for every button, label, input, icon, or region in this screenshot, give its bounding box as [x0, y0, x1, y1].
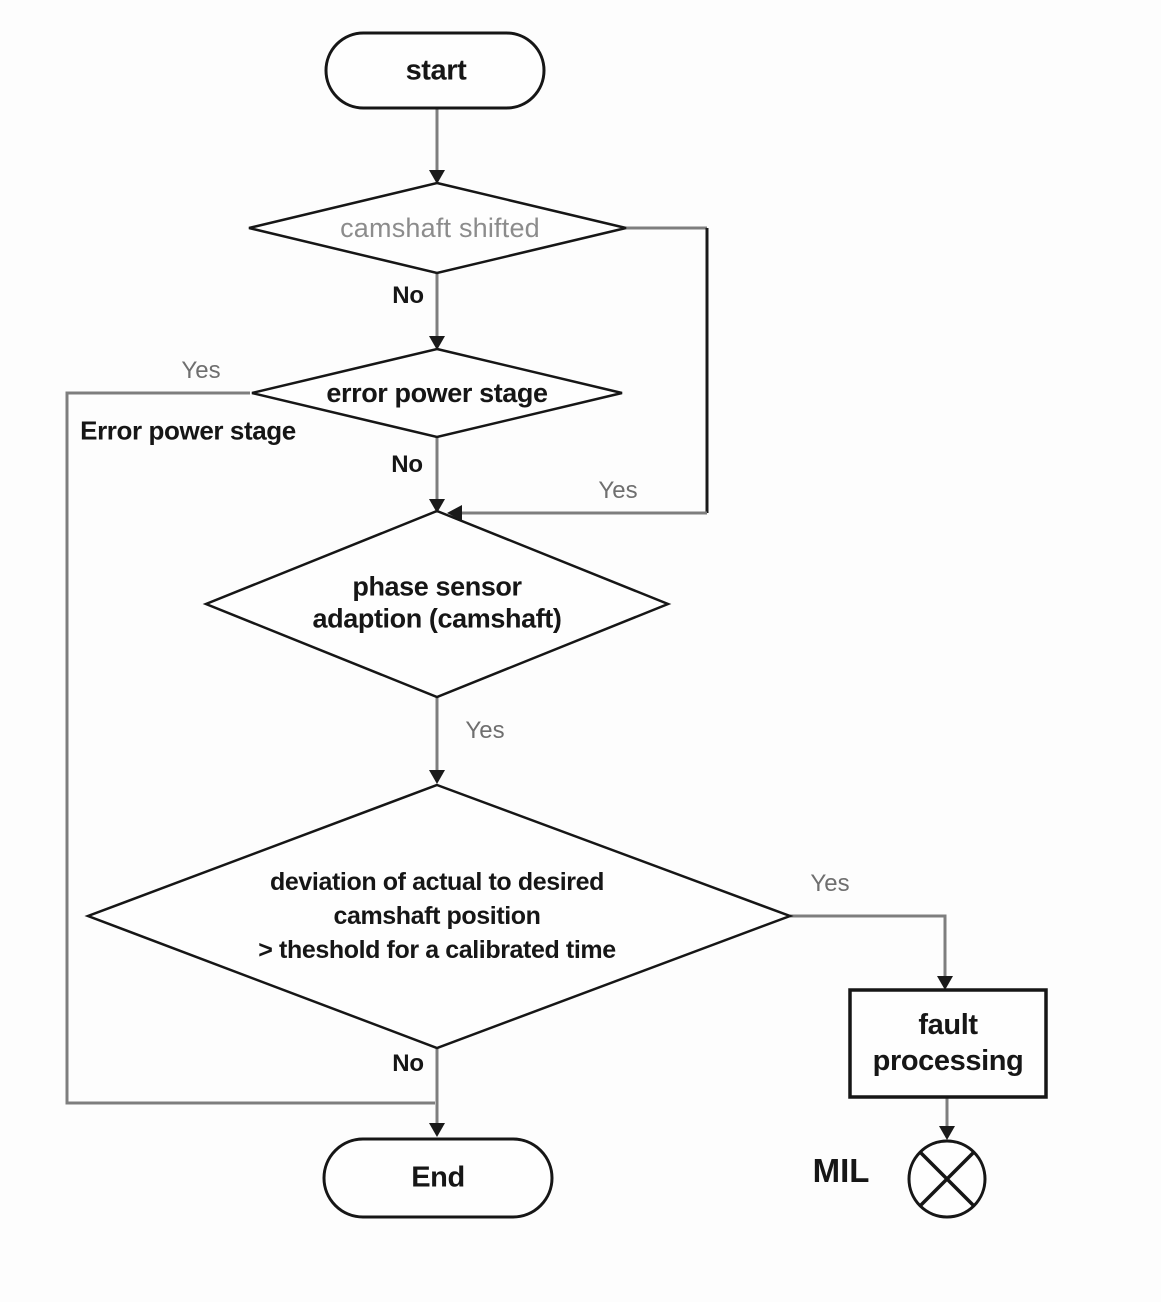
arrow-down-into-phase-icon — [429, 499, 445, 513]
error-power-stage-no-label: No — [391, 451, 423, 478]
error-power-stage-decision-shape — [251, 347, 623, 439]
arrow-down-into-fault-icon — [937, 976, 953, 990]
edge-error-yes-feedback — [65, 391, 435, 1105]
error-power-stage-note-label: Error power stage — [80, 415, 296, 446]
lamp-circle-x-icon — [907, 1139, 987, 1219]
deviation-line-3: > theshold for a calibrated time — [258, 936, 616, 964]
mil-lamp-label: MIL — [812, 1152, 870, 1190]
camshaft-shifted-decision-shape — [248, 181, 627, 275]
deviation-line-2: camshaft position — [333, 902, 541, 930]
end-terminator-shape — [322, 1137, 554, 1219]
camshaft-shifted-no-label: No — [392, 282, 424, 309]
error-power-stage-node-label: error power stage — [326, 377, 548, 408]
start-terminator-shape — [324, 31, 546, 110]
fault-processing-node-label: fault processing — [873, 1007, 1024, 1079]
end-node-label: End — [411, 1161, 465, 1194]
deviation-node-label: deviation of actual to desired camshaft … — [258, 865, 616, 967]
deviation-line-1: deviation of actual to desired — [270, 868, 604, 896]
fault-processing-line-2: processing — [872, 1045, 1024, 1077]
error-power-stage-yes-label: Yes — [181, 357, 221, 384]
arrow-down-into-error-icon — [429, 336, 445, 350]
arrow-down-into-end-icon — [429, 1123, 445, 1137]
phase-sensor-line-1: phase sensor — [352, 571, 522, 602]
arrow-down-into-mil-icon — [939, 1126, 955, 1140]
arrow-left-into-phase-icon — [447, 505, 462, 521]
deviation-no-label: No — [392, 1050, 424, 1077]
fault-processing-box-shape — [848, 988, 1048, 1099]
arrow-down-into-camshaft-icon — [429, 170, 445, 184]
camshaft-shifted-node-label: camshaft shifted — [340, 212, 540, 243]
phase-sensor-yes-label: Yes — [465, 717, 505, 744]
edge-deviation-yes — [790, 914, 947, 977]
camshaft-shifted-yes-label: Yes — [598, 477, 638, 504]
deviation-decision-shape — [84, 783, 794, 1050]
start-node-label: start — [405, 54, 467, 87]
deviation-yes-label: Yes — [810, 870, 850, 897]
phase-sensor-line-2: adaption (camshaft) — [312, 604, 562, 634]
fault-processing-line-1: fault — [918, 1009, 978, 1041]
phase-sensor-adaption-node-label: phase sensor adaption (camshaft) — [313, 571, 562, 636]
phase-sensor-adaption-decision-shape — [202, 509, 672, 699]
arrow-down-into-deviation-icon — [429, 770, 445, 784]
